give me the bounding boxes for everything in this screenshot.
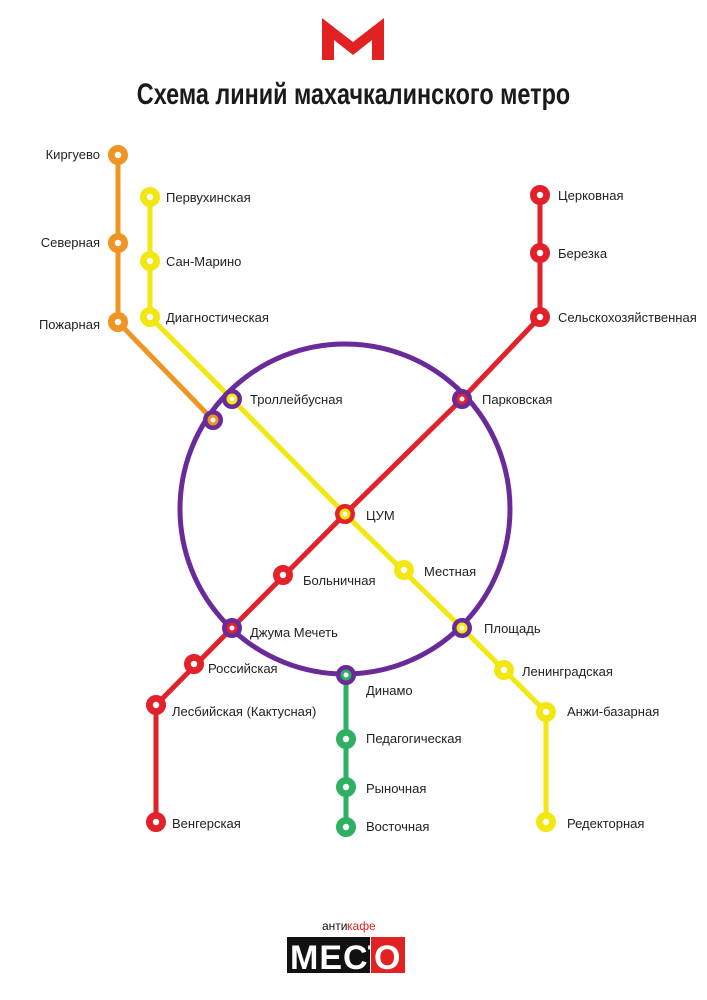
station-label: Парковская — [482, 392, 552, 407]
station-dot — [152, 701, 160, 709]
station-label: ЦУМ — [366, 508, 395, 523]
station-label: Сан-Марино — [166, 254, 241, 269]
station-label: Площадь — [484, 621, 541, 636]
station-dot — [146, 313, 154, 321]
station-label: Лесбийская (Кактусная) — [172, 704, 316, 719]
station-selskokhozyaistvennaya[interactable]: Сельскохозяйственная — [530, 307, 697, 327]
station-rossiiskaya[interactable]: Российская — [184, 654, 278, 676]
brand-logo: анти кафе МЕСТ О — [287, 919, 405, 977]
station-tserkovnaya[interactable]: Церковная — [530, 185, 624, 205]
station-label: Российская — [208, 661, 278, 676]
station-label: Диагностическая — [166, 310, 269, 325]
station-rynochnaya[interactable]: Рыночная — [336, 777, 426, 797]
station-label: Анжи-базарная — [567, 704, 659, 719]
station-dot — [226, 393, 238, 405]
station-dot — [190, 660, 198, 668]
station-berezka[interactable]: Березка — [530, 243, 608, 263]
station-dot — [226, 622, 238, 634]
station-dot — [146, 257, 154, 265]
station-dot — [114, 151, 122, 159]
station-orange-transfer[interactable] — [203, 410, 223, 430]
station-label: Рыночная — [366, 781, 426, 796]
station-pervukhinskaya[interactable]: Первухинская — [140, 187, 251, 207]
station-label: Пожарная — [39, 317, 100, 332]
station-label: Троллейбусная — [250, 392, 343, 407]
station-label: Больничная — [303, 573, 376, 588]
page-title: Схема линий махачкалинского метро — [136, 78, 571, 111]
station-label: Динамо — [366, 683, 413, 698]
station-label: Джума Мечеть — [250, 625, 338, 640]
station-dot — [536, 313, 544, 321]
station-dinamo[interactable]: Динамо — [336, 665, 413, 698]
station-dot — [339, 508, 351, 520]
brand-last-box — [371, 937, 405, 973]
station-dot — [146, 193, 154, 201]
station-mestnaya[interactable]: Местная — [394, 560, 476, 580]
station-dot — [542, 818, 550, 826]
station-label: Местная — [424, 564, 476, 579]
station-label: Березка — [558, 246, 608, 261]
station-label: Восточная — [366, 819, 429, 834]
brand-prefix: анти — [322, 919, 348, 933]
brand-name-last: О — [374, 939, 401, 977]
station-dot — [114, 318, 122, 326]
station-dot — [500, 666, 508, 674]
station-lesbiiskaya[interactable]: Лесбийская (Кактусная) — [146, 695, 316, 719]
station-bolnichnaya[interactable]: Больничная — [273, 565, 376, 588]
station-vengerskaya[interactable]: Венгерская — [146, 812, 241, 832]
station-label: Редекторная — [567, 816, 644, 831]
station-dot — [279, 571, 287, 579]
station-pozharnaya[interactable]: Пожарная — [39, 312, 128, 332]
station-label: Педагогическая — [366, 731, 462, 746]
station-dot — [114, 239, 122, 247]
station-dot — [456, 622, 468, 634]
station-tsum[interactable]: ЦУМ — [335, 504, 395, 524]
station-dot — [207, 414, 219, 426]
station-dot — [456, 393, 468, 405]
station-parkovskaya[interactable]: Парковская — [452, 389, 552, 409]
station-dot — [542, 708, 550, 716]
station-redektornaya[interactable]: Редекторная — [536, 812, 644, 832]
station-vostochnaya[interactable]: Восточная — [336, 817, 429, 837]
station-dzhuma-mechet[interactable]: Джума Мечеть — [222, 618, 338, 640]
station-dot — [536, 191, 544, 199]
station-label: Церковная — [558, 188, 624, 203]
station-dot — [152, 818, 160, 826]
station-label: Ленинградская — [522, 664, 613, 679]
station-san-marino[interactable]: Сан-Марино — [140, 251, 241, 271]
station-dot — [342, 783, 350, 791]
station-dot — [342, 823, 350, 831]
brand-accent: кафе — [347, 919, 376, 933]
station-severnaya[interactable]: Северная — [41, 233, 128, 253]
station-kirguevo[interactable]: Киргуево — [46, 145, 128, 165]
station-trolleybusnaya[interactable]: Троллейбусная — [222, 389, 343, 409]
brand-main-box — [287, 937, 370, 973]
station-label: Северная — [41, 235, 100, 250]
station-dot — [342, 735, 350, 743]
station-label: Первухинская — [166, 190, 251, 205]
station-anzhi-bazarnaya[interactable]: Анжи-базарная — [536, 702, 659, 722]
station-label: Киргуево — [46, 147, 100, 162]
station-label: Венгерская — [172, 816, 241, 831]
station-ploshchad[interactable]: Площадь — [452, 618, 541, 638]
station-label: Сельскохозяйственная — [558, 310, 697, 325]
metro-m-icon — [322, 18, 384, 60]
station-dot — [400, 566, 408, 574]
station-dot — [536, 249, 544, 257]
station-pedagogicheskaya[interactable]: Педагогическая — [336, 729, 462, 749]
station-leningradskaya[interactable]: Ленинградская — [494, 660, 613, 680]
station-diagnosticheskaya[interactable]: Диагностическая — [140, 307, 269, 327]
station-dot — [340, 669, 352, 681]
